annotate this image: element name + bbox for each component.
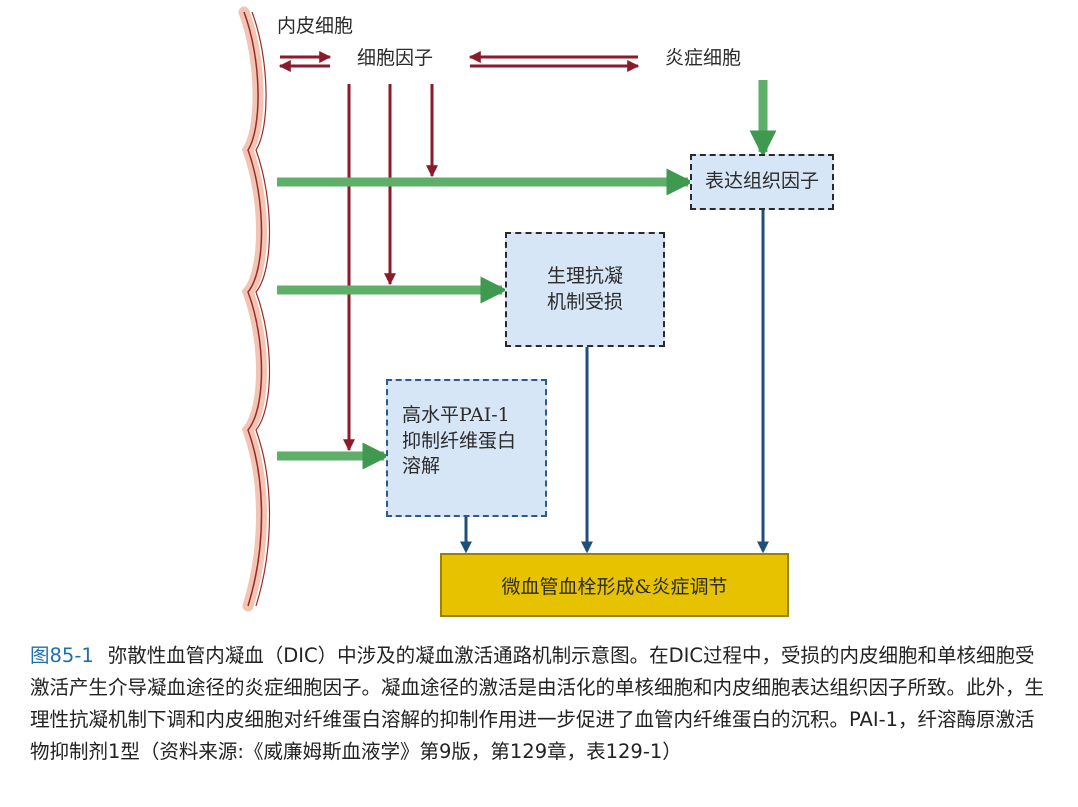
cytokine-label: 细胞因子 [357,47,434,69]
tissue-factor-box: 表达组织因子 [690,154,834,210]
inflammatory-cell-label: 炎症细胞 [665,47,742,69]
pai-text-line3: 溶解 [402,455,441,478]
figure-number: 图85-1 [30,644,94,667]
pai-text-line1: 高水平PAI-1 [402,404,510,426]
tissue-factor-text: 表达组织因子 [704,170,819,193]
result-text: 微血管血栓形成&炎症调节 [501,575,728,598]
pai-text-line2: 抑制纤维蛋白 [402,429,517,452]
caption-text: 弥散性血管内凝血（DIC）中涉及的凝血激活通路机制示意图。在DIC过程中，受损的… [30,644,1045,763]
microthrombosis-result-box: 微血管血栓形成&炎症调节 [440,553,789,617]
anticoag-text-line1: 生理抗凝 [546,264,623,287]
anticoag-text-line2: 机制受损 [546,290,623,313]
endothelial-cell-label: 内皮细胞 [277,15,354,37]
endothelium-wall [238,6,271,612]
dic-pathway-diagram [238,6,777,612]
anticoagulant-impaired-box: 生理抗凝 机制受损 [505,232,665,347]
pai1-box: 高水平PAI-1 抑制纤维蛋白 溶解 [386,379,547,517]
